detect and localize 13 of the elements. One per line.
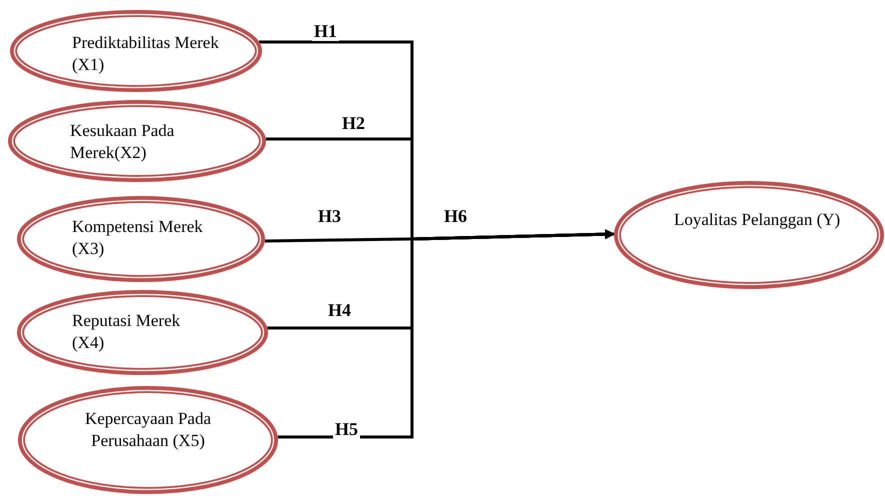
- node-label: Kompetensi Merek (X3): [72, 216, 204, 260]
- node-label: Kepercayaan Pada Perusahaan (X5): [84, 408, 212, 452]
- ellipse-node: [10, 10, 262, 92]
- ellipse-node: [17, 290, 268, 375]
- connector-arrow: [278, 229, 616, 438]
- node-label: Reputasi Merek (X4): [72, 310, 182, 354]
- node-label: Prediktabilitas Merek (X1): [72, 32, 220, 76]
- node-label: Loyalitas Pelanggan (Y): [674, 209, 842, 231]
- ellipse-node: [18, 386, 278, 494]
- ellipse-node: [8, 100, 266, 182]
- ellipse-node: [17, 196, 265, 282]
- node-label: Kesukaan Pada Merek(X2): [70, 120, 176, 164]
- ellipse-node: [614, 181, 884, 289]
